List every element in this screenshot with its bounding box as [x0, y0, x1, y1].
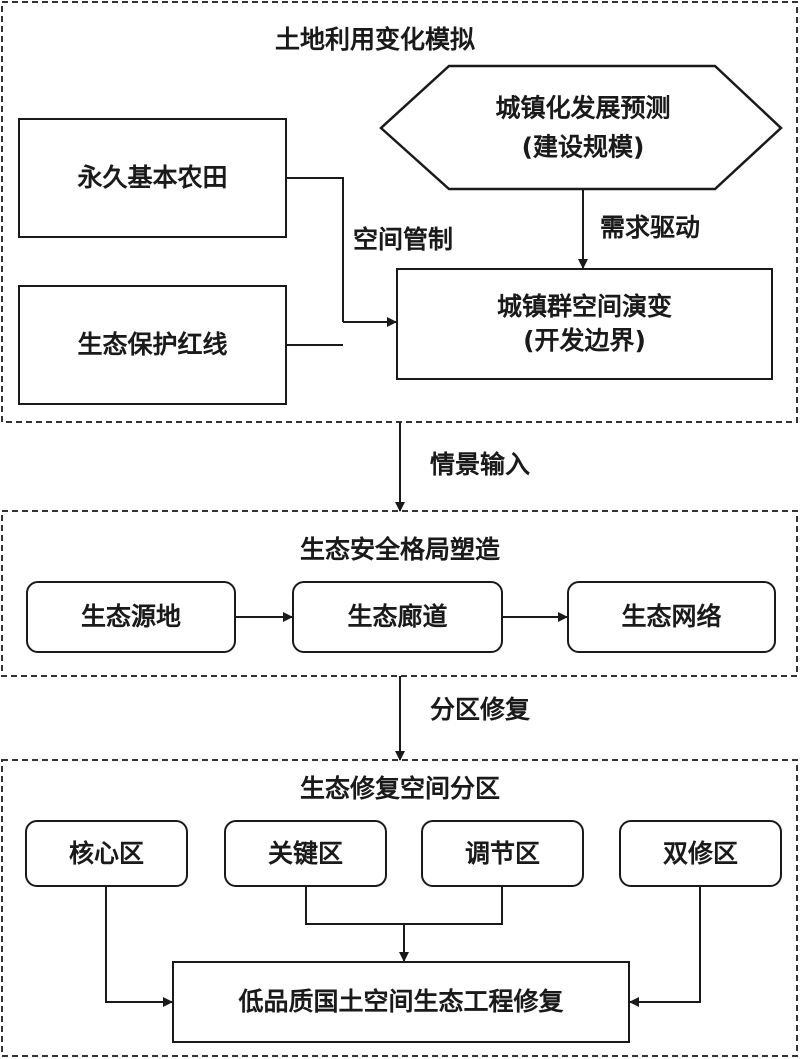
key-regulate-connector: [305, 887, 503, 925]
corridor-box: 生态廊道: [292, 581, 503, 653]
section3-frame: [1, 759, 798, 1057]
source-box: 生态源地: [26, 581, 236, 653]
section1-title: 土地利用变化模拟: [274, 25, 476, 54]
redline-box: 生态保护红线: [18, 285, 287, 405]
scenario-input-label: 情景输入: [429, 450, 531, 479]
farmland-box: 永久基本农田: [18, 118, 287, 238]
prediction-label: 城镇化发展预测 (建设规模): [495, 89, 670, 167]
prediction-line2: (建设规模): [521, 132, 645, 161]
zoning-restore-label: 分区修复: [429, 695, 531, 724]
corridor-label: 生态廊道: [347, 602, 448, 632]
farmland-connector: [287, 177, 344, 322]
zone-core-label: 核心区: [68, 838, 144, 868]
evolution-line2: (开发边界): [523, 326, 646, 355]
engineering-label: 低品质国土空间生态工程修复: [238, 987, 564, 1017]
evolution-box: 城镇群空间演变 (开发边界): [396, 268, 773, 380]
network-label: 生态网络: [621, 602, 722, 632]
core-connector: [105, 887, 173, 1007]
zone-core-box: 核心区: [25, 820, 188, 887]
zone-key-box: 关键区: [224, 820, 387, 887]
dual-connector: [629, 887, 701, 1007]
zone-dual-label: 双修区: [662, 838, 738, 868]
farmland-label: 永久基本农田: [77, 163, 228, 193]
evolution-line1: 城镇群空间演变: [496, 292, 672, 322]
zone-regulate-label: 调节区: [464, 838, 540, 868]
zone-dual-box: 双修区: [619, 820, 782, 887]
demand-driven-label: 需求驱动: [599, 213, 701, 242]
section3-title: 生态修复空间分区: [299, 774, 501, 803]
network-box: 生态网络: [567, 581, 776, 653]
source-label: 生态源地: [80, 602, 181, 632]
spatial-control-label: 空间管制: [352, 225, 454, 254]
prediction-line1: 城镇化发展预测: [495, 93, 671, 123]
zone-regulate-box: 调节区: [421, 820, 584, 887]
section2-title: 生态安全格局塑造: [299, 535, 501, 564]
engineering-box: 低品质国土空间生态工程修复: [172, 961, 630, 1043]
zone-key-label: 关键区: [267, 838, 343, 868]
prediction-hexagon: [379, 64, 783, 191]
redline-label: 生态保护红线: [77, 330, 228, 360]
